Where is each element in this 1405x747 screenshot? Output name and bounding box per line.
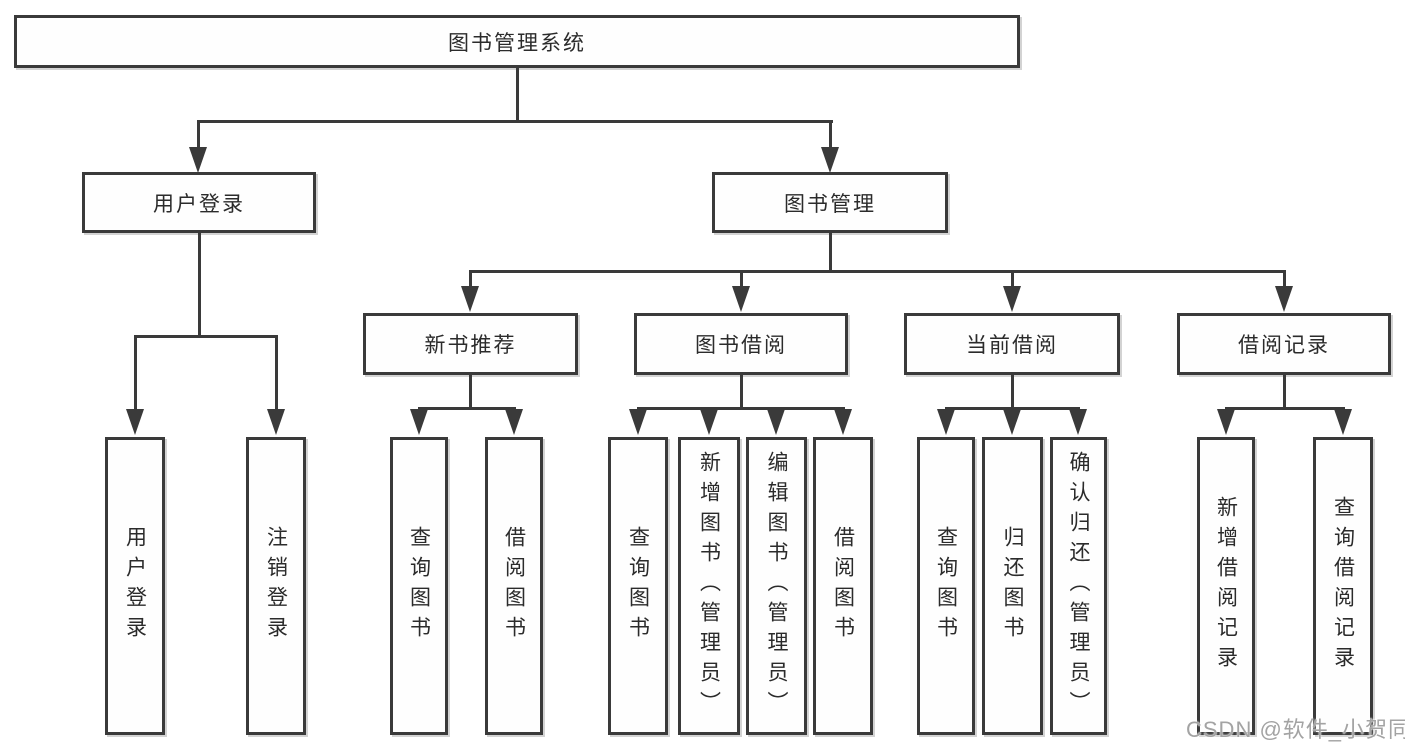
- arrowhead-leaf-logout: [267, 409, 285, 435]
- arrowhead-e1: [1217, 409, 1235, 435]
- leaf-add-book-admin: 新增图书（管理员）: [678, 437, 740, 735]
- node-new-book-recommend: 新书推荐: [363, 313, 578, 375]
- connector-stem-leaf-user-login: [134, 335, 137, 409]
- leaf-user-login: 用户登录: [105, 437, 165, 735]
- connector-stem-book-management: [829, 120, 832, 147]
- arrowhead-book-borrowing: [732, 286, 750, 312]
- connector-group-b-stem: [469, 375, 472, 407]
- leaf-borrow-books-borrowing: 借阅图书: [813, 437, 873, 735]
- connector-group-c-stem: [740, 375, 743, 407]
- arrowhead-d2: [1003, 409, 1021, 435]
- leaf-logout: 注销登录: [246, 437, 306, 735]
- arrowhead-c2: [700, 409, 718, 435]
- arrowhead-d3: [1069, 409, 1087, 435]
- node-user-login: 用户登录: [82, 172, 316, 233]
- connector-book-management-stem: [829, 233, 832, 270]
- connector-stem-leaf-logout: [275, 335, 278, 409]
- connector-root-stem: [516, 68, 519, 120]
- connector-group-b-hline: [418, 407, 516, 410]
- arrowhead-new-book: [461, 286, 479, 312]
- arrowhead-b2: [505, 409, 523, 435]
- connector-group-e-stem: [1283, 375, 1286, 407]
- arrowhead-b1: [410, 409, 428, 435]
- connector-group-c-hline: [637, 407, 845, 410]
- connector-user-login-stem: [198, 233, 201, 335]
- leaf-query-borrow-record: 查询借阅记录: [1313, 437, 1373, 735]
- arrowhead-current-borrowing: [1003, 286, 1021, 312]
- connector-level3-hline: [469, 270, 1285, 273]
- connector-group-e-hline: [1225, 407, 1345, 410]
- node-book-management: 图书管理: [712, 172, 948, 233]
- leaf-return-books: 归还图书: [982, 437, 1043, 735]
- connector-stem-current-borrowing: [1011, 270, 1014, 286]
- leaf-query-books-current: 查询图书: [917, 437, 975, 735]
- arrowhead-leaf-user-login: [126, 409, 144, 435]
- arrowhead-borrowing-records: [1275, 286, 1293, 312]
- arrowhead-d1: [937, 409, 955, 435]
- connector-group-d-hline: [945, 407, 1080, 410]
- leaf-edit-book-admin: 编辑图书（管理员）: [746, 437, 807, 735]
- connector-level2-hline: [197, 120, 833, 123]
- connector-user-login-hline: [134, 335, 278, 338]
- connector-group-d-stem: [1011, 375, 1014, 407]
- node-borrowing-records: 借阅记录: [1177, 313, 1391, 375]
- node-book-borrowing: 图书借阅: [634, 313, 848, 375]
- connector-stem-borrowing-records: [1283, 270, 1286, 286]
- connector-stem-user-login: [197, 120, 200, 147]
- node-library-management-system: 图书管理系统: [14, 15, 1020, 68]
- leaf-add-borrow-record: 新增借阅记录: [1197, 437, 1255, 735]
- arrowhead-user-login: [189, 147, 207, 173]
- arrowhead-c3: [767, 409, 785, 435]
- arrowhead-c1: [629, 409, 647, 435]
- arrowhead-c4: [834, 409, 852, 435]
- connector-stem-book-borrowing: [740, 270, 743, 286]
- node-current-borrowing: 当前借阅: [904, 313, 1120, 375]
- connector-stem-new-book: [469, 270, 472, 286]
- leaf-confirm-return-admin: 确认归还（管理员）: [1050, 437, 1107, 735]
- csdn-watermark: CSDN @软件_小贺同学: [1186, 717, 1405, 742]
- arrowhead-book-management: [821, 147, 839, 173]
- leaf-query-books-borrowing: 查询图书: [608, 437, 668, 735]
- leaf-borrow-books-recommend: 借阅图书: [485, 437, 543, 735]
- arrowhead-e2: [1334, 409, 1352, 435]
- leaf-query-books-recommend: 查询图书: [390, 437, 448, 735]
